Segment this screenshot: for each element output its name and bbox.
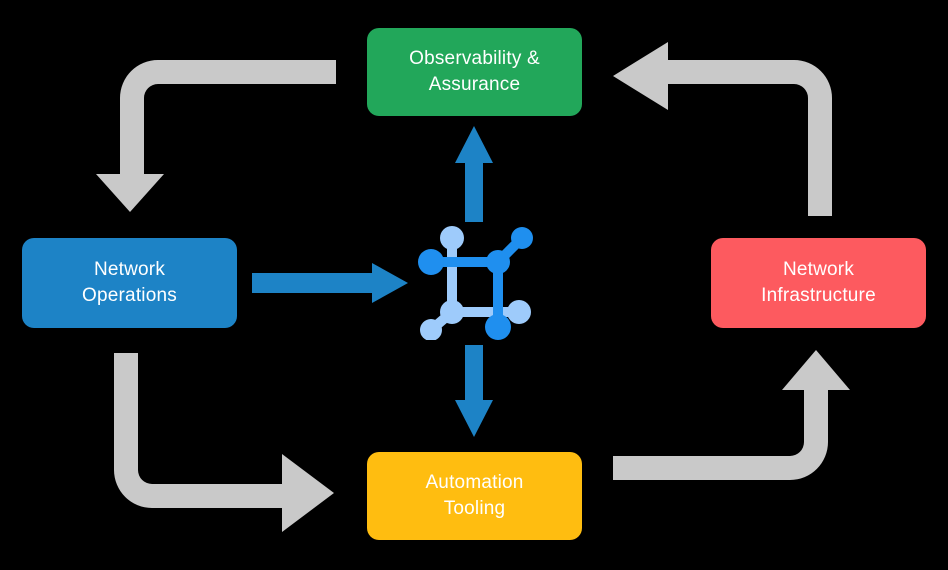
gray-arrow-operations-to-automation	[114, 353, 334, 532]
network-icon-primary-nodes	[418, 227, 533, 340]
blue-arrow-operations-to-center	[252, 263, 408, 303]
gray-arrow-automation-to-infrastructure	[613, 350, 850, 480]
network-graph-icon	[418, 226, 533, 340]
network-icon-secondary-nodes	[420, 226, 531, 340]
blue-arrow-center-to-automation	[455, 345, 493, 437]
node-observability-assurance[interactable]: Observability & Assurance	[367, 28, 582, 116]
node-automation-tooling[interactable]: Automation Tooling	[367, 452, 582, 540]
gray-arrow-observability-to-operations	[96, 60, 336, 212]
node-network-operations[interactable]: Network Operations	[22, 238, 237, 328]
blue-arrow-center-to-observability	[455, 126, 493, 222]
gray-arrow-infrastructure-to-observability	[613, 42, 832, 216]
node-network-infrastructure[interactable]: Network Infrastructure	[711, 238, 926, 328]
